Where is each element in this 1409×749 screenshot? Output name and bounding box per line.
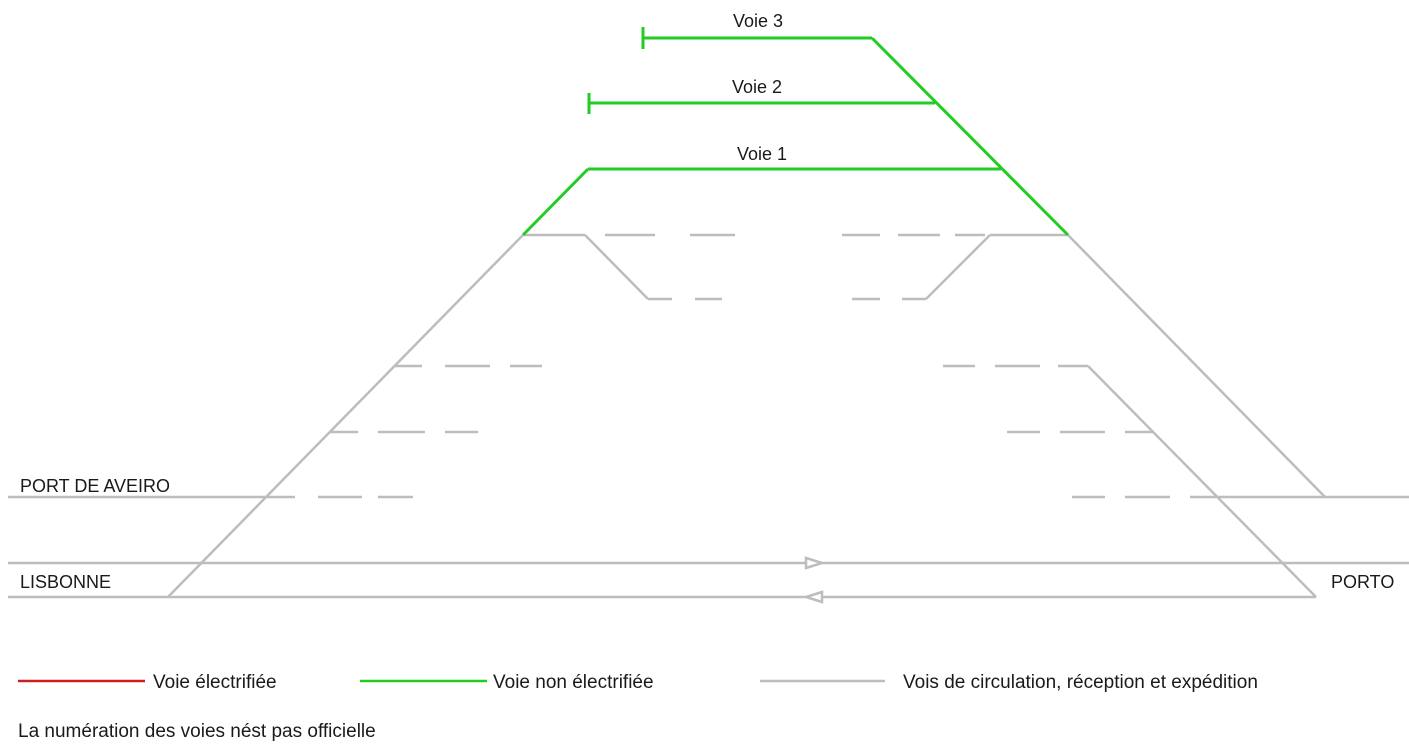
legend-circulation-text: Vois de circulation, réception et expédi… xyxy=(903,672,1258,693)
porto-label: PORTO xyxy=(1331,572,1395,592)
non-electrified-tracks xyxy=(521,27,1070,237)
inner-right-slope xyxy=(925,234,991,300)
green-left-diagonal xyxy=(521,167,590,237)
voie-2-label: Voie 2 xyxy=(732,77,783,97)
green-right-diagonal xyxy=(870,36,1070,237)
dashed-sidings xyxy=(318,233,1170,499)
voie-3-label: Voie 3 xyxy=(733,11,784,31)
numbering-note: La numération des voies nést pas officie… xyxy=(18,721,376,742)
direction-arrow-left xyxy=(801,590,824,604)
legend-electrified-text: Voie électrifiée xyxy=(153,672,277,693)
port-de-aveiro-label: PORT DE AVEIRO xyxy=(20,476,171,496)
lisbonne-label: LISBONNE xyxy=(20,572,112,592)
right-inner-diagonal xyxy=(1087,365,1317,598)
legend-non-electrified-text: Voie non électrifiée xyxy=(493,672,654,693)
circulation-tracks xyxy=(8,233,1409,604)
left-outer-diagonal xyxy=(167,234,524,598)
right-outer-diagonal xyxy=(1067,234,1326,498)
voie-1-label: Voie 1 xyxy=(737,144,788,164)
inner-left-slope xyxy=(584,234,649,300)
direction-arrow-right xyxy=(804,556,827,570)
